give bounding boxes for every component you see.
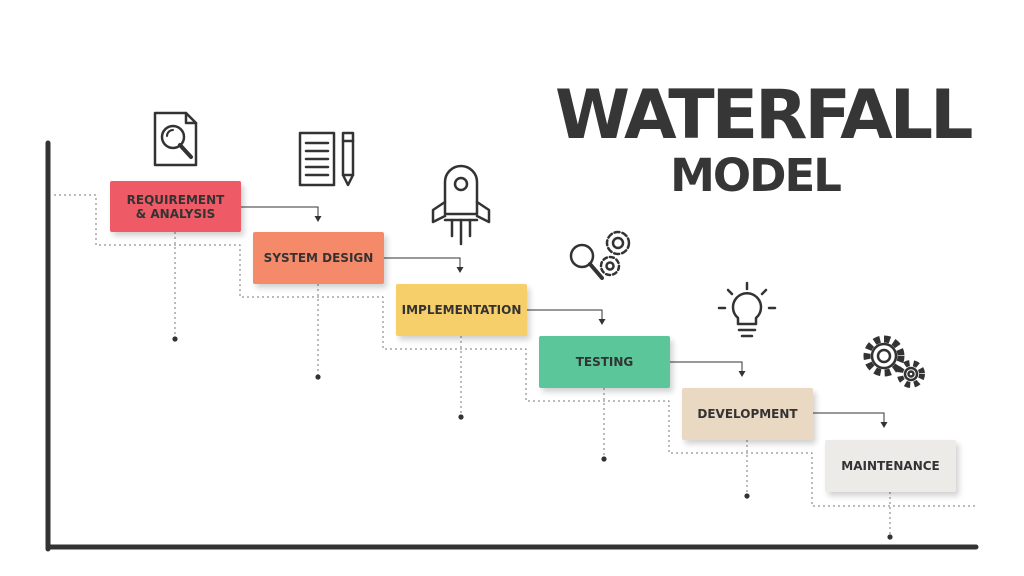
rocket-icon bbox=[431, 164, 491, 246]
magnifier-gears-icon bbox=[569, 230, 631, 280]
connectors bbox=[241, 206, 885, 424]
stage-label: TESTING bbox=[575, 355, 634, 369]
gears-icon bbox=[863, 335, 925, 388]
staircase-dotted-line bbox=[54, 194, 975, 507]
stage-label: MAINTENANCE bbox=[841, 459, 940, 473]
drop-dots bbox=[172, 336, 893, 540]
stage-label-line1: REQUIREMENT bbox=[126, 192, 225, 207]
stage-requirement-analysis: REQUIREMENT & ANALYSIS bbox=[110, 181, 241, 232]
subtitle: MODEL bbox=[670, 149, 842, 202]
lightbulb-icon bbox=[717, 281, 777, 338]
connector-arrowheads bbox=[314, 216, 888, 428]
stage-testing: TESTING bbox=[539, 336, 670, 388]
stage-implementation: IMPLEMENTATION bbox=[396, 284, 527, 336]
stage-development: DEVELOPMENT bbox=[682, 388, 813, 440]
drop-lines bbox=[174, 232, 891, 535]
document-search-icon bbox=[153, 111, 198, 167]
title: WATERFALL bbox=[555, 76, 973, 155]
stage-label: SYSTEM DESIGN bbox=[263, 251, 374, 265]
stage-label: DEVELOPMENT bbox=[697, 407, 798, 421]
document-pencil-icon bbox=[298, 131, 355, 187]
stage-maintenance: MAINTENANCE bbox=[825, 440, 956, 492]
stage-label-line2: & ANALYSIS bbox=[135, 206, 216, 221]
stage-label: IMPLEMENTATION bbox=[401, 303, 522, 317]
stage-system-design: SYSTEM DESIGN bbox=[253, 232, 384, 284]
